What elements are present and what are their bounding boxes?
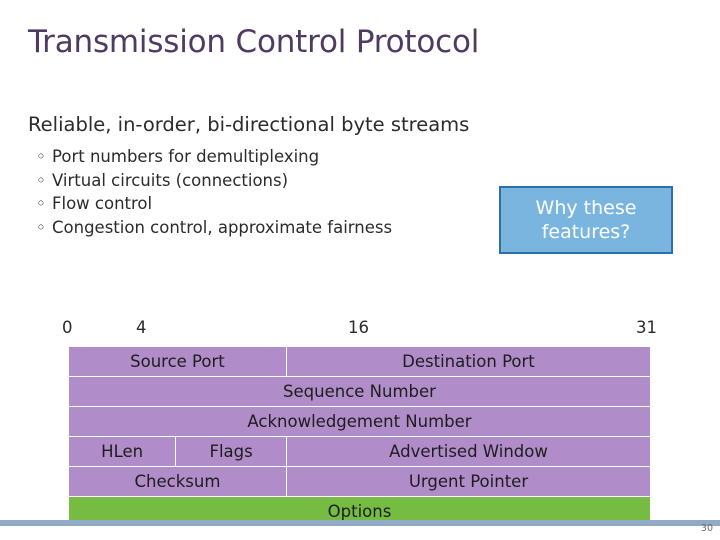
list-item: ◦ Port numbers for demultiplexing bbox=[36, 146, 392, 170]
bullet-label: Port numbers for demultiplexing bbox=[52, 147, 320, 166]
field-checksum: Checksum bbox=[68, 466, 287, 497]
footer-strip bbox=[0, 526, 720, 540]
bullet-marker: ◦ bbox=[36, 170, 46, 190]
table-row: HLen Flags Advertised Window bbox=[67, 436, 652, 467]
field-source-port: Source Port bbox=[68, 346, 287, 377]
ruler-tick-0: 0 bbox=[62, 318, 73, 337]
bullet-marker: ◦ bbox=[36, 217, 46, 237]
footer-bar bbox=[0, 520, 720, 526]
callout-line-2: features? bbox=[541, 221, 631, 243]
field-flags: Flags bbox=[175, 436, 287, 467]
ruler-tick-31: 31 bbox=[636, 318, 657, 337]
list-item: ◦ Flow control bbox=[36, 193, 392, 217]
callout-box: Why these features? bbox=[499, 186, 673, 254]
table-row: Source Port Destination Port bbox=[68, 346, 652, 377]
table-row: Acknowledgement Number bbox=[68, 406, 651, 437]
ruler-tick-4: 4 bbox=[136, 318, 147, 337]
bit-ruler: 0 4 16 31 bbox=[0, 318, 720, 342]
list-item: ◦ Congestion control, approximate fairnes… bbox=[36, 217, 392, 241]
bullet-label: Virtual circuits (connections) bbox=[52, 170, 289, 190]
bullet-label: Congestion control, approximate fairness bbox=[52, 217, 393, 237]
bullet-marker: ◦ bbox=[36, 194, 46, 213]
bullet-label: Flow control bbox=[52, 194, 153, 213]
bullet-list: ◦ Port numbers for demultiplexing ◦ Virtua… bbox=[36, 146, 392, 240]
page-title: Transmission Control Protocol bbox=[28, 24, 480, 60]
list-item: ◦ Virtual circuits (connections) bbox=[36, 170, 392, 194]
slide-number: 30 bbox=[700, 523, 713, 534]
callout-line-1: Why these bbox=[535, 196, 637, 219]
table-row: Sequence Number bbox=[68, 376, 651, 407]
field-sequence-number: Sequence Number bbox=[68, 376, 651, 407]
field-advertised-window: Advertised Window bbox=[285, 436, 652, 467]
field-urgent-pointer: Urgent Pointer bbox=[285, 466, 652, 497]
tcp-header-diagram: Source Port Destination Port Sequence Nu… bbox=[67, 346, 652, 527]
table-row: Checksum Urgent Pointer bbox=[68, 466, 652, 497]
field-destination-port: Destination Port bbox=[285, 346, 652, 377]
bullet-marker: ◦ bbox=[36, 147, 46, 166]
ruler-tick-16: 16 bbox=[348, 318, 369, 337]
field-hlen: HLen bbox=[67, 436, 177, 467]
lead-text: Reliable, in-order, bi-directional byte … bbox=[28, 113, 470, 136]
field-acknowledgement-number: Acknowledgement Number bbox=[68, 406, 651, 437]
